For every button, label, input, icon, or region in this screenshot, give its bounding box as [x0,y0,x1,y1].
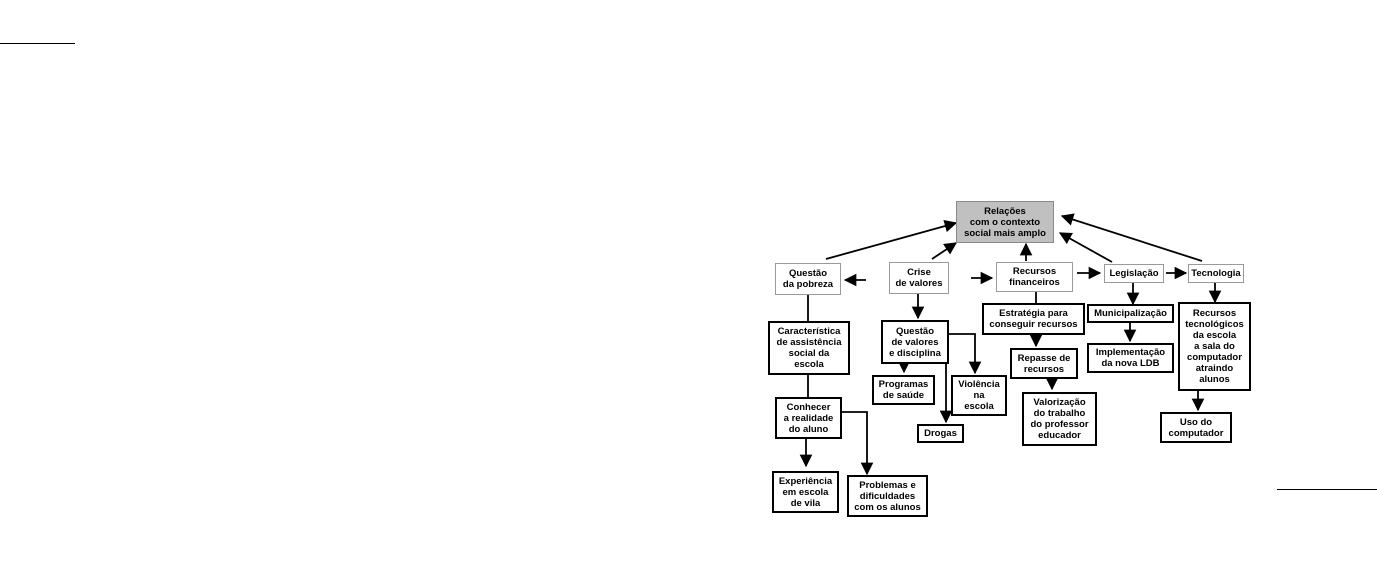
arrow-crise-to-central [931,242,958,260]
bottom-right-rule [1277,489,1377,490]
node-valorizacao: Valorização do trabalho do professor edu… [1022,392,1097,446]
node-conhecer: Conhecer a realidade do aluno [775,397,842,439]
central-node: Relações com o contexto social mais ampl… [956,201,1054,243]
topic-tecnologia: Tecnologia [1188,264,1244,283]
arrow-conhecer-problemas [841,411,874,476]
node-repasse: Repasse de recursos [1010,348,1078,379]
arrow-questao-violencia [949,333,982,375]
node-drogas: Drogas [917,424,964,443]
topic-legislacao: Legislação [1104,264,1164,283]
node-problemas: Problemas e dificuldades com os alunos [847,475,928,517]
node-experiencia: Experiência em escola de vila [772,471,839,513]
node-estrategia: Estratégia para conseguir recursos [982,303,1085,335]
arrow-legislacao-to-central [1058,232,1113,263]
node-recursos-tecnologicos: Recursos tecnológicos da escola a sala d… [1178,302,1251,391]
topic-pobreza: Questão da pobreza [775,263,841,295]
node-municipalizacao: Municipalização [1087,304,1174,323]
node-implementacao: Implementação da nova LDB [1087,343,1174,373]
top-left-rule [0,43,75,44]
node-programas: Programas de saúde [872,375,935,405]
topic-recursos: Recursos financeiros [996,262,1073,292]
arrow-tecnologia-to-central [1060,213,1203,262]
topic-crise: Crise de valores [889,262,949,294]
node-violencia: Violência na escola [951,375,1007,416]
arrow-pobreza-to-central [825,219,958,260]
node-caracteristica: Característica de assistência social da … [768,321,850,375]
node-uso-computador: Uso do computador [1160,412,1232,443]
node-questao-valores: Questão de valores e disciplina [881,320,949,364]
